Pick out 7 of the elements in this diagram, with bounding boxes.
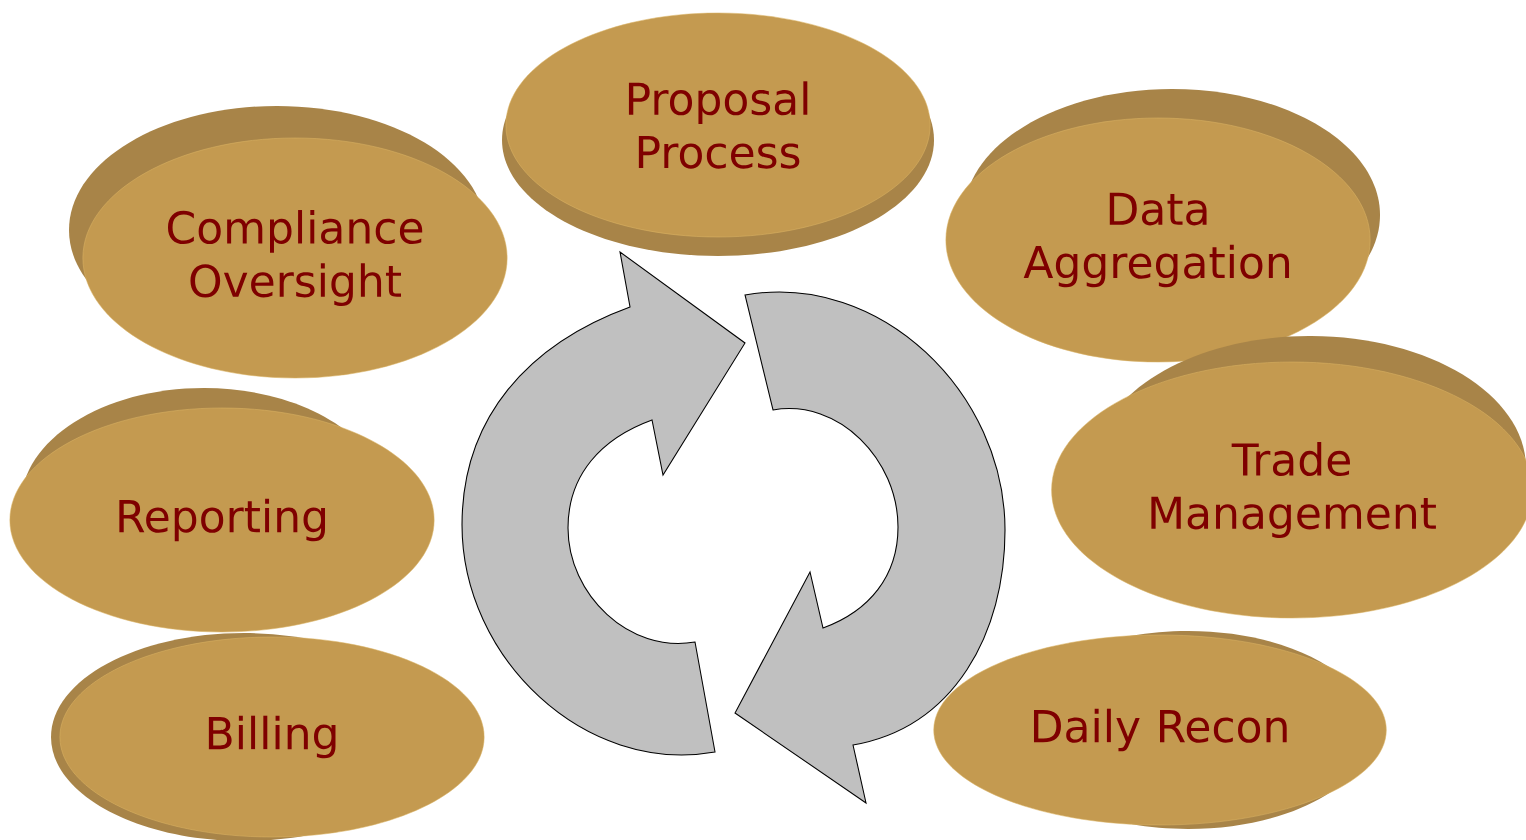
disk: Trade Management <box>1051 336 1526 619</box>
disk: Reporting <box>9 388 435 633</box>
disk: Data Aggregation <box>945 89 1380 363</box>
disk: Billing <box>51 633 485 840</box>
disk: Proposal Process <box>502 12 934 256</box>
disk: Daily Recon <box>933 631 1387 829</box>
disk: Compliance Oversight <box>69 106 508 379</box>
